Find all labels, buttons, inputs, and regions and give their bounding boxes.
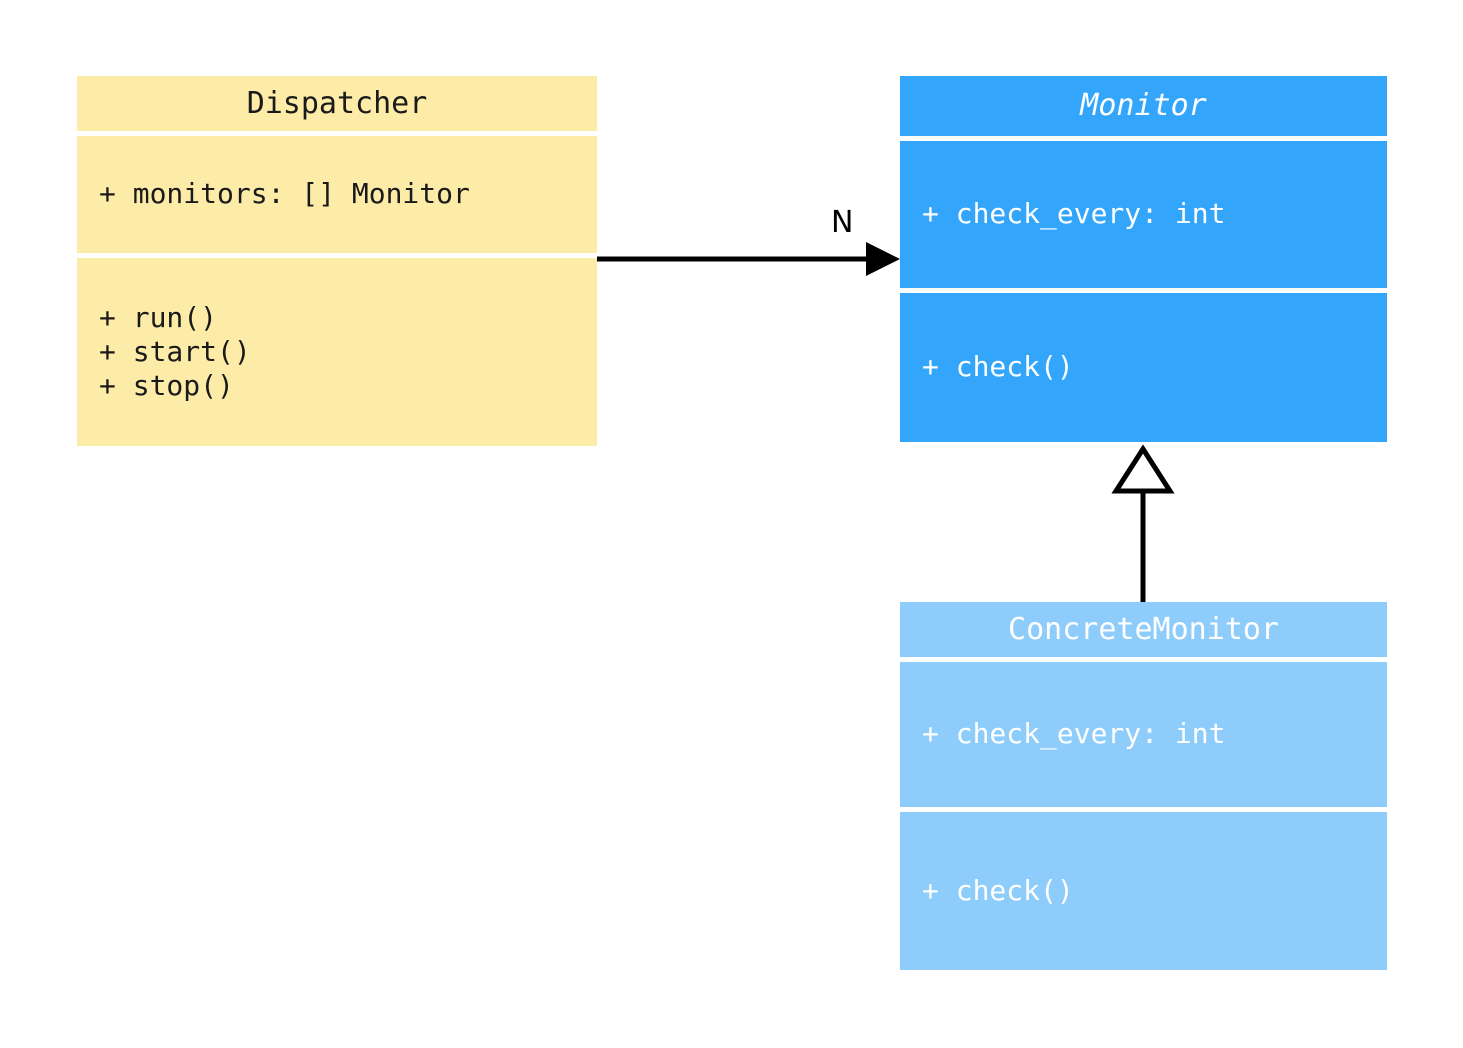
class-box-monitor[interactable]: Monitor + check_every: int + check() xyxy=(900,76,1387,442)
class-attributes-monitor: + check_every: int xyxy=(900,136,1387,288)
filled-arrowhead-icon xyxy=(866,242,900,276)
association-multiplicity-label: N xyxy=(831,205,854,240)
method-row: + check() xyxy=(922,873,1074,907)
class-methods-monitor: + check() xyxy=(900,288,1387,442)
method-row: + stop() xyxy=(99,369,234,403)
class-attributes-concrete-monitor: + check_every: int xyxy=(900,657,1387,807)
class-methods-concrete-monitor: + check() xyxy=(900,807,1387,970)
method-row: + start() xyxy=(99,334,251,368)
hollow-triangle-arrowhead-icon xyxy=(1111,444,1175,494)
attribute-row: + check_every: int xyxy=(922,717,1226,751)
association-dispatcher-to-monitor xyxy=(597,242,900,276)
generalization-concrete-monitor-to-monitor xyxy=(1111,444,1175,602)
class-title-monitor: Monitor xyxy=(900,76,1387,136)
method-row: + run() xyxy=(99,300,218,334)
attribute-row: + check_every: int xyxy=(922,197,1226,231)
class-title-concrete-monitor: ConcreteMonitor xyxy=(900,602,1387,657)
class-methods-dispatcher: + run() + start() + stop() xyxy=(77,253,597,446)
class-box-concrete-monitor[interactable]: ConcreteMonitor + check_every: int + che… xyxy=(900,602,1387,970)
class-attributes-dispatcher: + monitors: [] Monitor xyxy=(77,131,597,253)
class-title-dispatcher: Dispatcher xyxy=(77,76,597,131)
class-box-dispatcher[interactable]: Dispatcher + monitors: [] Monitor + run(… xyxy=(77,76,597,446)
method-row: + check() xyxy=(922,350,1074,384)
attribute-row: + monitors: [] Monitor xyxy=(99,177,470,211)
